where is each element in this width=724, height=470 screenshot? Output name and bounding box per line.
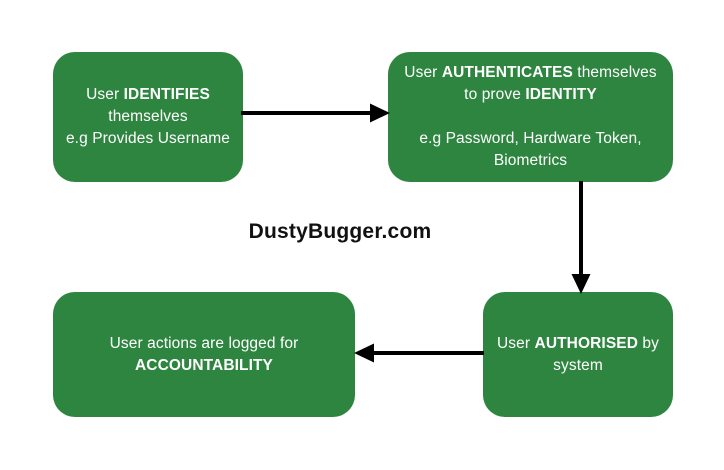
authenticate-line2-prefix: to prove bbox=[464, 86, 526, 103]
node-identification-text: User IDENTIFIES themselves e.g Provides … bbox=[53, 84, 243, 150]
arrow-authorisation-to-accountability bbox=[352, 340, 486, 366]
authenticate-line1-suffix: themselves bbox=[572, 64, 657, 81]
identify-line1-prefix: User bbox=[86, 86, 124, 103]
node-identification[interactable]: User IDENTIFIES themselves e.g Provides … bbox=[53, 52, 243, 182]
identify-line1-keyword: IDENTIFIES bbox=[123, 86, 210, 103]
identify-line2: themselves bbox=[108, 108, 188, 125]
authenticate-line4: Biometrics bbox=[493, 152, 568, 169]
accountability-line2-keyword: ACCOUNTABILITY bbox=[134, 356, 274, 374]
authenticate-blank-line bbox=[394, 106, 667, 128]
accountability-line1: User actions are logged for bbox=[109, 334, 299, 352]
node-authorisation[interactable]: User AUTHORISED by system bbox=[483, 292, 673, 417]
arrow-authentication-to-authorisation bbox=[568, 180, 594, 296]
authorise-line1-suffix: by bbox=[638, 334, 659, 352]
authenticate-line3: e.g Password, Hardware Token, bbox=[419, 130, 642, 147]
node-accountability-text: User actions are logged for ACCOUNTABILI… bbox=[53, 333, 355, 377]
arrow-identification-to-authentication bbox=[240, 100, 392, 126]
node-accountability[interactable]: User actions are logged for ACCOUNTABILI… bbox=[53, 292, 355, 417]
node-authentication[interactable]: User AUTHENTICATES themselves to prove I… bbox=[388, 52, 673, 182]
authenticate-line1-prefix: User bbox=[404, 64, 442, 81]
authorise-line2: system bbox=[553, 356, 603, 374]
authorise-line1-prefix: User bbox=[496, 334, 535, 352]
watermark-text: DustyBugger.com bbox=[248, 220, 432, 243]
identify-line3: e.g Provides Username bbox=[65, 130, 231, 147]
authenticate-line1-keyword: AUTHENTICATES bbox=[441, 64, 573, 81]
node-authentication-text: User AUTHENTICATES themselves to prove I… bbox=[388, 62, 673, 172]
node-authorisation-text: User AUTHORISED by system bbox=[483, 333, 673, 377]
authenticate-line2-keyword: IDENTITY bbox=[525, 86, 597, 103]
authorise-line1-keyword: AUTHORISED bbox=[534, 334, 639, 352]
